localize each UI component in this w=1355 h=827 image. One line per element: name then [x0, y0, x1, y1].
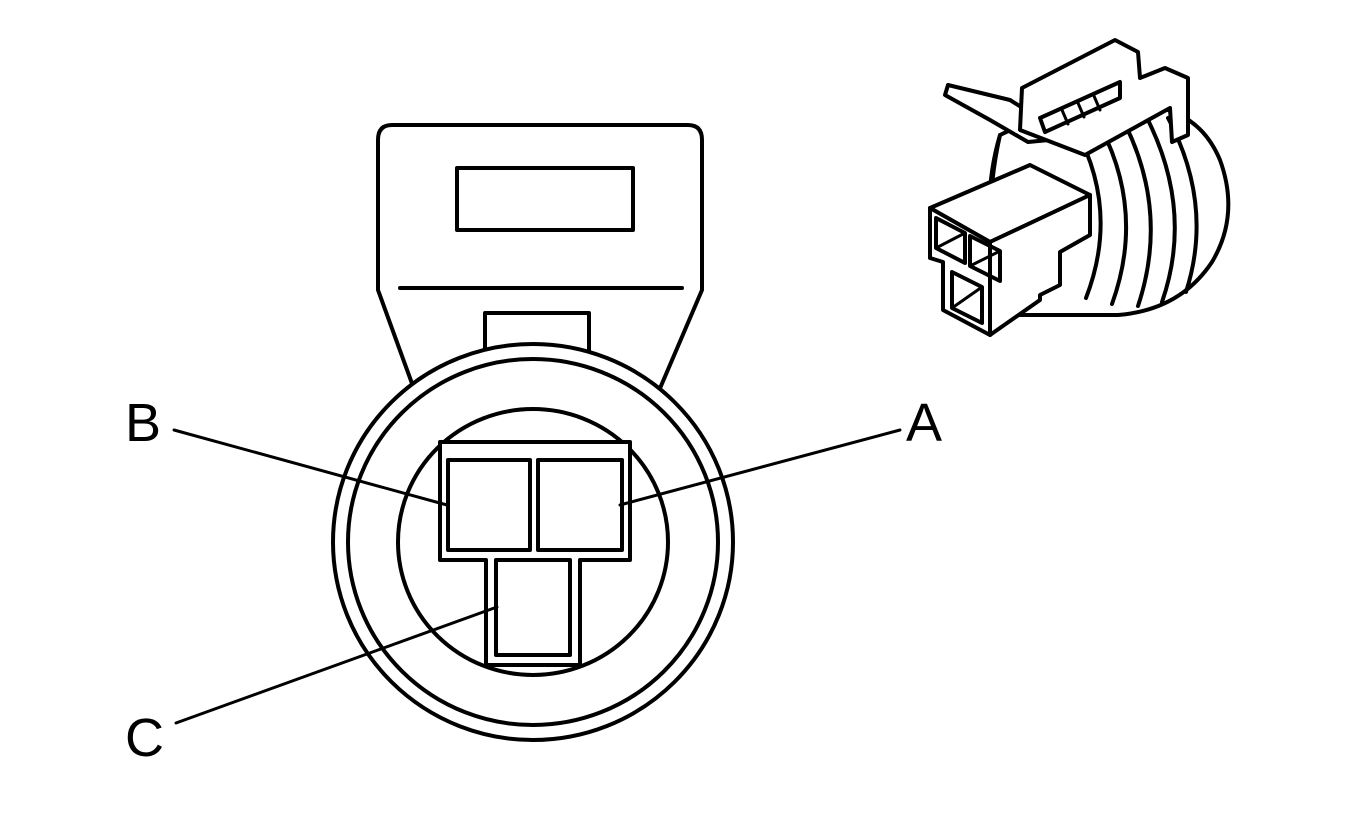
locking-tab: [376, 123, 704, 402]
isometric-latch-slot: [1038, 80, 1122, 134]
pin-label-b: B: [125, 393, 161, 453]
pin-label-a: A: [906, 393, 942, 453]
isometric-cavity-b: [934, 216, 967, 265]
leader-lines: [172, 428, 902, 725]
connector-middle-ring: [346, 357, 720, 727]
isometric-cavity-a-diagonal: [968, 249, 1002, 268]
isometric-housing-side: [988, 193, 1092, 337]
leader-line-b: [172, 428, 449, 507]
isometric-latch-rib-1: [1060, 108, 1070, 126]
isometric-rib-3: [1120, 116, 1153, 308]
isometric-cavity-b-diagonal: [934, 231, 967, 250]
isometric-terminal-housing: [928, 163, 1092, 337]
isometric-rib-4: [1144, 114, 1177, 304]
connector-face-view: B A C: [125, 123, 942, 768]
connector-isometric-view: [928, 38, 1231, 337]
isometric-cavity-a: [968, 234, 1002, 283]
connector-inner-ring: [396, 407, 670, 677]
pin-labels: B A C: [125, 393, 942, 768]
isometric-latch: [943, 38, 1190, 157]
isometric-cavity-c: [950, 270, 984, 325]
isometric-latch-rib-3: [1092, 94, 1102, 112]
isometric-latch-rib-2: [1076, 101, 1086, 119]
leader-line-a: [618, 428, 902, 507]
locking-tab-window: [455, 166, 635, 232]
isometric-cavity-c-diagonal: [950, 285, 984, 310]
pin-label-c: C: [125, 708, 164, 768]
leader-line-c: [174, 605, 499, 725]
